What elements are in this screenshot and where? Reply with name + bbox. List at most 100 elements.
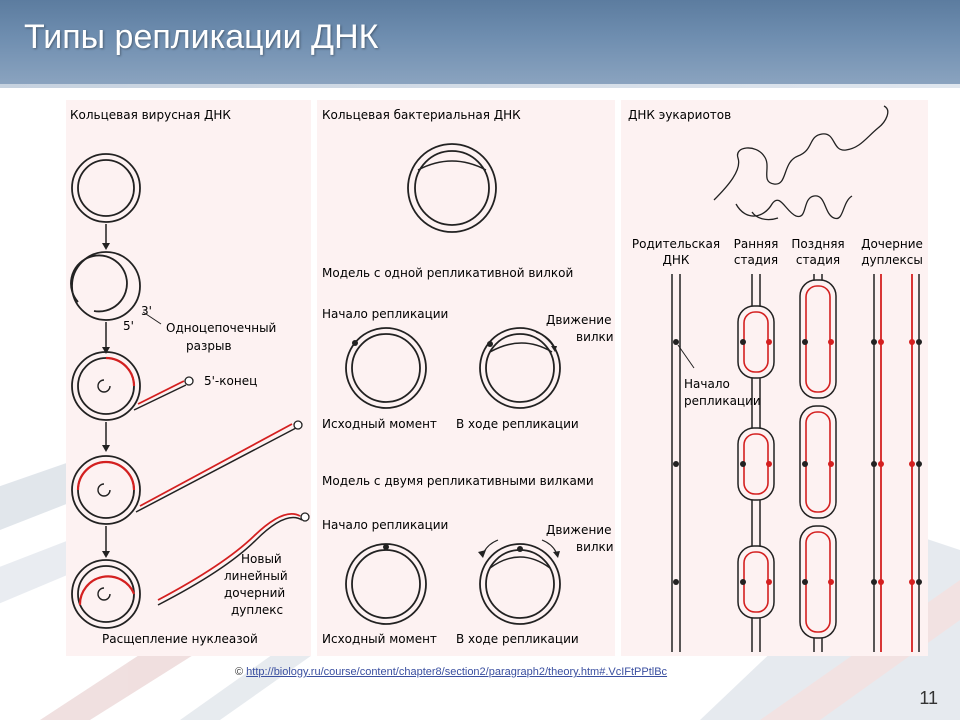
model-one-fork: Модель с одной репликативной вилкой — [322, 266, 573, 280]
col-label-parent-a: Родительская — [632, 237, 720, 251]
new-duplex-label-3: дочерний — [224, 586, 285, 600]
origin-dot — [673, 461, 679, 467]
bacterial-circle — [414, 150, 490, 226]
replication-bubble — [489, 342, 553, 353]
origin-dot — [352, 340, 358, 346]
col-label-parent-b: ДНК — [663, 253, 690, 267]
col-label-late-b: стадия — [796, 253, 840, 267]
nick-label-2: разрыв — [186, 339, 232, 353]
slide-title: Типы репликации ДНК — [24, 18, 379, 56]
copyright-symbol: © — [235, 666, 244, 678]
chromatin-coil — [713, 105, 889, 221]
viral-circle — [71, 559, 141, 629]
initial-label-2: Исходный момент — [322, 632, 437, 646]
label-3prime: 3' — [141, 304, 152, 318]
new-strand — [78, 575, 136, 606]
fork-arrow — [535, 331, 555, 347]
origin-dot — [517, 546, 523, 552]
origin-dot — [487, 341, 493, 347]
viral-heading: Кольцевая вирусная ДНК — [70, 108, 231, 122]
fork-move-label-1b: вилки — [576, 330, 614, 344]
bacterial-circle — [407, 143, 497, 233]
displaced-strand — [133, 384, 187, 411]
col-label-early-a: Ранняя — [734, 237, 779, 251]
arrow-head — [102, 551, 110, 558]
linear-duplex — [157, 516, 303, 606]
initial-label-1: Исходный момент — [322, 417, 437, 431]
early-stage — [737, 274, 775, 652]
pointer-line — [677, 344, 695, 369]
dna-replication-figure: Кольцевая вирусная ДНК 3' 5' Одноцепочеч… — [66, 100, 928, 656]
arrow-head — [102, 445, 110, 452]
fork-move-label-2b: вилки — [576, 540, 614, 554]
eukaryotic-heading: ДНК эукариотов — [628, 108, 731, 122]
replication-bubble — [489, 556, 551, 569]
label-5prime: 5' — [123, 319, 134, 333]
bacterial-heading: Кольцевая бактериальная ДНК — [322, 108, 521, 122]
origin-label-b: репликации — [684, 394, 761, 408]
origin-label-2: Начало репликации — [322, 518, 448, 532]
pointer-line — [142, 311, 162, 325]
rotation-arrow — [97, 483, 111, 497]
new-duplex-label-1: Новый — [241, 552, 282, 566]
new-strand — [157, 512, 301, 601]
bacterial-circle — [351, 333, 421, 403]
cleavage-label: Расщепление нуклеазой — [102, 632, 258, 646]
daughter-duplexes — [871, 274, 922, 652]
new-strand — [139, 423, 293, 507]
viral-circle — [71, 351, 141, 421]
bacterial-circle — [485, 549, 555, 619]
origin-dot — [673, 579, 679, 585]
col-label-early-b: стадия — [734, 253, 778, 267]
origin-dot — [383, 544, 389, 550]
bacterial-circle — [479, 327, 561, 409]
bacterial-circle — [351, 549, 421, 619]
source-link[interactable]: http://biology.ru/course/content/chapter… — [246, 666, 668, 678]
panel-bacterial: Кольцевая бактериальная ДНК Модель с одн… — [322, 108, 614, 646]
bacterial-circle — [345, 543, 427, 625]
strand-end — [293, 420, 303, 430]
new-strand — [105, 356, 136, 387]
rotation-arrow — [97, 379, 111, 393]
rotation-arrow — [97, 587, 111, 601]
panel-viral: Кольцевая вирусная ДНК 3' 5' Одноцепочеч… — [70, 108, 310, 646]
late-stage — [799, 274, 837, 652]
new-strand — [137, 380, 185, 405]
viral-circle — [71, 251, 141, 321]
page-number: 11 — [919, 688, 938, 708]
new-strand — [76, 460, 136, 491]
bacterial-circle — [485, 333, 555, 403]
slide-header: Типы репликации ДНК — [0, 0, 960, 84]
arrow-head — [102, 243, 110, 250]
nicked-strand — [70, 254, 128, 313]
fork-move-label-1a: Движение — [546, 313, 611, 327]
strand-end — [184, 376, 194, 386]
new-duplex-label-4: дуплекс — [231, 603, 283, 617]
arrow-head — [551, 346, 557, 352]
col-label-late-a: Поздняя — [791, 237, 844, 251]
source-credit: © http://biology.ru/course/content/chapt… — [235, 666, 667, 678]
fork-move-label-2a: Движение — [546, 523, 611, 537]
strand-end — [300, 512, 310, 522]
five-end-label: 5'-конец — [204, 374, 257, 388]
viral-circle — [77, 565, 135, 623]
fork-arrow — [483, 539, 499, 553]
origin-label-1: Начало репликации — [322, 307, 448, 321]
during-label-1: В ходе репликации — [456, 417, 579, 431]
replication-bubble — [417, 160, 487, 171]
fork-arrow — [541, 539, 557, 553]
displaced-strand — [135, 427, 297, 513]
during-label-2: В ходе репликации — [456, 632, 579, 646]
header-divider — [0, 84, 960, 88]
bacterial-circle — [345, 327, 427, 409]
arrow-head — [478, 550, 486, 558]
panel-eukaryotic: ДНК эукариотов Родительская ДНК Ранняя с… — [628, 105, 923, 652]
model-two-forks: Модель с двумя репликативными вилками — [322, 474, 594, 488]
viral-circle — [71, 455, 141, 525]
arrow-head — [553, 551, 560, 558]
arrow-head — [102, 347, 110, 354]
origin-label-a: Начало — [684, 377, 730, 391]
bacterial-circle — [479, 543, 561, 625]
nick-label-1: Одноцепочечный — [166, 321, 276, 335]
col-label-daughter-a: Дочерние — [861, 237, 923, 251]
